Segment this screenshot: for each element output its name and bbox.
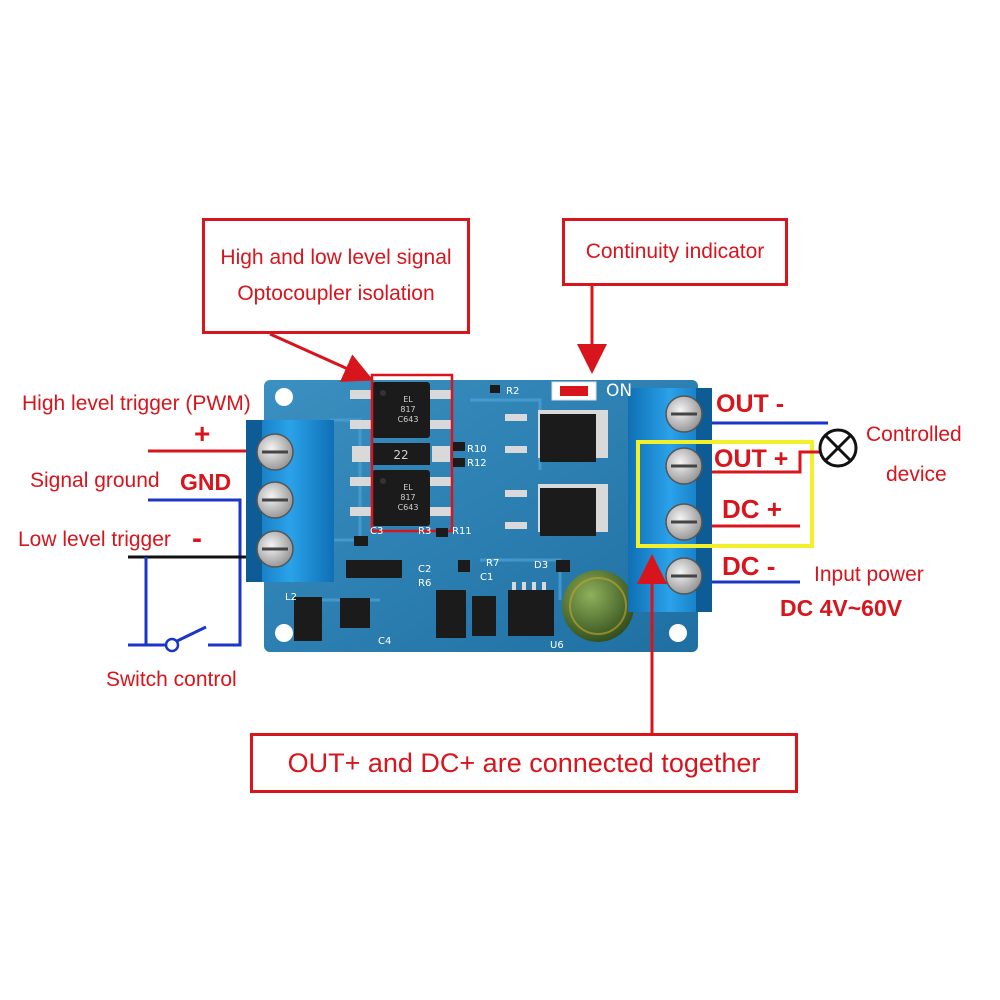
opto-top-line3: C643 xyxy=(398,415,419,424)
right-terminal-block xyxy=(628,388,712,612)
opto-top-line1: EL xyxy=(403,395,413,404)
connected-callout: OUT+ and DC+ are connected together xyxy=(250,733,798,793)
silk-c1: C1 xyxy=(480,572,493,583)
out-plus-label: OUT + xyxy=(714,445,789,473)
left-terminal-block xyxy=(246,420,334,582)
connected-callout-text: OUT+ and DC+ are connected together xyxy=(287,747,761,778)
optocoupler-highlight xyxy=(370,373,454,533)
low-trigger-label: Low level trigger xyxy=(18,528,171,551)
silk-l2: L2 xyxy=(285,592,297,603)
controlled-device-line2: device xyxy=(886,463,947,486)
silk-u6: U6 xyxy=(550,640,564,651)
controlled-device-line1: Controlled xyxy=(866,423,962,446)
silk-r7: R7 xyxy=(486,558,499,569)
silk-r11: R11 xyxy=(452,526,472,537)
plus-label: + xyxy=(194,418,211,449)
dc-plus-label: DC + xyxy=(722,494,782,524)
gnd-label: GND xyxy=(180,469,232,495)
opto-top-line2: 817 xyxy=(400,405,415,414)
high-trigger-label: High level trigger (PWM) xyxy=(22,392,251,415)
voltage-range-label: DC 4V~60V xyxy=(780,595,903,621)
optocoupler-callout-line1: High and low level signal xyxy=(220,246,452,269)
silk-r12: R12 xyxy=(467,458,487,469)
mount-hole-icon xyxy=(275,624,293,642)
silk-c2: C2 xyxy=(418,564,431,575)
out-minus-label: OUT - xyxy=(716,390,785,418)
dc-minus-label: DC - xyxy=(722,551,776,581)
silk-r6: R6 xyxy=(418,578,431,589)
optocoupler-arrow xyxy=(269,332,374,382)
silk-on: ON xyxy=(606,381,632,401)
switch-wire xyxy=(144,557,166,647)
opto-bottom-line3: C643 xyxy=(398,503,419,512)
switch-icon xyxy=(164,637,180,653)
signal-ground-label: Signal ground xyxy=(30,469,160,492)
gnd-wire xyxy=(148,498,242,647)
silk-r10: R10 xyxy=(467,444,487,455)
silk-d3: D3 xyxy=(534,560,548,571)
silk-r2: R2 xyxy=(506,386,519,397)
switch-control-label: Switch control xyxy=(106,668,237,691)
resistor-code: 22 xyxy=(393,448,408,462)
optocoupler-callout-line2: Optocoupler isolation xyxy=(237,282,435,305)
silk-r3: R3 xyxy=(418,526,431,537)
opto-bottom-line1: EL xyxy=(403,483,413,492)
mount-hole-icon xyxy=(669,624,687,642)
input-power-label: Input power xyxy=(814,563,924,586)
inductor xyxy=(294,597,322,641)
electrolytic-capacitor xyxy=(562,570,634,642)
minus-label: - xyxy=(192,522,202,555)
connected-highlight xyxy=(636,440,814,548)
mosfet-top xyxy=(505,410,608,462)
silk-c3: C3 xyxy=(370,526,383,537)
silk-c4: C4 xyxy=(378,636,391,647)
optocoupler-callout: High and low level signal Optocoupler is… xyxy=(202,218,470,334)
indicator-callout: Continuity indicator xyxy=(562,218,788,286)
regulator-ic xyxy=(508,590,554,636)
opto-bottom-line2: 817 xyxy=(400,493,415,502)
mosfet-bottom xyxy=(505,484,608,536)
optocoupler-top xyxy=(350,382,452,438)
indicator-callout-text: Continuity indicator xyxy=(585,240,765,263)
optocoupler-bottom xyxy=(350,470,452,526)
resistor-22 xyxy=(372,443,430,465)
out-plus-wire xyxy=(712,450,824,474)
mount-hole-icon xyxy=(275,388,293,406)
